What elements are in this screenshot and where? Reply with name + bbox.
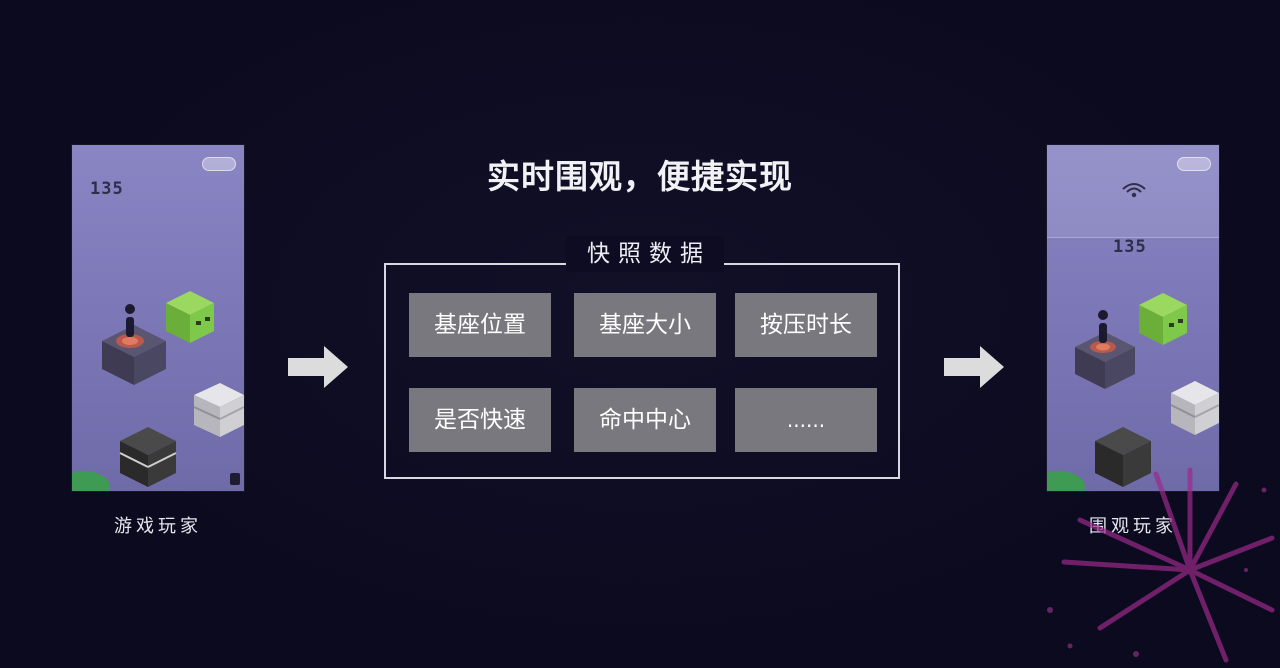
snapshot-item: 是否快速: [409, 388, 551, 452]
snapshot-title: 快照数据: [566, 236, 724, 272]
game-player-caption: 游戏玩家: [72, 512, 244, 538]
snapshot-item: 按压时长: [735, 293, 877, 357]
right-arrow-icon: [288, 346, 350, 388]
right-arrow-icon: [944, 346, 1006, 388]
fireworks-decoration: [1040, 450, 1280, 668]
snapshot-item: 命中中心: [574, 388, 716, 452]
game-scene: [1047, 145, 1219, 491]
snapshot-item: 基座大小: [574, 293, 716, 357]
snapshot-item: ......: [735, 388, 877, 452]
spectator-screenshot: 135: [1047, 145, 1219, 491]
badge-icon: [230, 473, 240, 485]
snapshot-item: 基座位置: [409, 293, 551, 357]
